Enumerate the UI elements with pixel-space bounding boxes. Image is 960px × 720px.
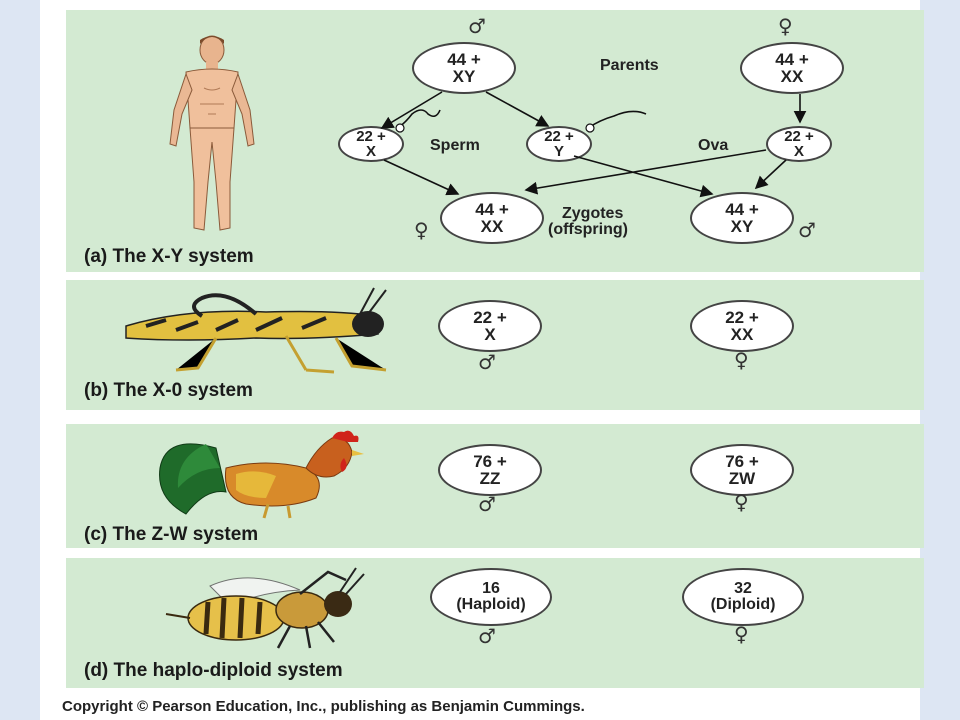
sperm-label: Sperm — [430, 137, 480, 154]
zygotes-label: Zygotes — [562, 205, 624, 222]
haploid-count: 16 — [482, 580, 500, 597]
zygote-male-sex-chromosomes: XY — [730, 217, 754, 236]
diploid-label: (Diploid) — [710, 596, 776, 613]
mother-autosomes: 44 + — [775, 50, 809, 69]
caption-zw: (c) The Z-W system — [84, 524, 259, 545]
zygote-male-symbol: ♂ — [798, 218, 816, 242]
sperm-y-chromosomes: 22 + Y — [526, 126, 592, 162]
panel-zw-system: 76 + ZZ 76 + ZW ♂ ♀ (c) The Z-W system — [66, 424, 924, 548]
female-symbol: ♀ — [778, 14, 793, 38]
copyright-notice: Copyright © Pearson Education, Inc., pub… — [62, 698, 585, 715]
x0-female-symbol: ♀ — [734, 348, 749, 372]
diploid-count: 32 — [734, 580, 752, 597]
x0-female-autosomes: 22 + — [725, 308, 759, 327]
zw-male-sex-chromosomes: ZZ — [479, 469, 501, 488]
caption-x0: (b) The X-0 system — [84, 380, 253, 401]
zygote-female-chromosomes: 44 + XX — [440, 192, 544, 244]
zw-male-autosomes: 76 + — [473, 452, 507, 471]
caption-haplodiploid: (d) The haplo-diploid system — [84, 660, 343, 681]
x0-male-symbol: ♂ — [478, 350, 496, 374]
x0-male-autosomes: 22 + — [473, 308, 507, 327]
zygote-female-sex-chromosomes: XX — [480, 217, 504, 236]
inheritance-arrows — [380, 91, 807, 198]
haploid-male-chromosomes: 16 (Haploid) — [430, 568, 552, 626]
zw-female-autosomes: 76 + — [725, 452, 759, 471]
ovum-sex-chromosome: X — [793, 143, 804, 160]
panel-xy-system: ♂ ♀ 44 + XY 44 + XX Parents 22 + X Sperm… — [66, 10, 924, 272]
father-autosomes: 44 + — [447, 50, 481, 69]
zw-male-symbol: ♂ — [478, 492, 496, 516]
ovum-chromosomes: 22 + X — [766, 126, 832, 162]
sperm-y-sex-chromosome: Y — [553, 143, 564, 160]
zygote-female-autosomes: 44 + — [475, 200, 509, 219]
father-chromosomes: 44 + XY — [412, 42, 516, 94]
haplodiploid-male-symbol: ♂ — [478, 624, 496, 648]
panel-x0-system: 22 + X 22 + XX ♂ ♀ (b) The X-0 system — [66, 280, 924, 410]
x0-male-sex-chromosome: X — [484, 325, 496, 344]
mother-chromosomes: 44 + XX — [740, 42, 844, 94]
father-sex-chromosomes: XY — [452, 67, 476, 86]
offspring-label: (offspring) — [548, 221, 628, 238]
ova-label: Ova — [698, 137, 729, 154]
x0-female-sex-chromosomes: XX — [730, 325, 754, 344]
x0-female-chromosomes: 22 + XX — [690, 300, 794, 352]
human-male-illustration — [169, 35, 255, 231]
zw-female-sex-chromosomes: ZW — [728, 469, 756, 488]
diploid-female-chromosomes: 32 (Diploid) — [682, 568, 804, 626]
mother-sex-chromosomes: XX — [780, 67, 804, 86]
zygote-male-chromosomes: 44 + XY — [690, 192, 794, 244]
haplodiploid-female-symbol: ♀ — [734, 622, 749, 646]
zw-female-chromosomes: 76 + ZW — [690, 444, 794, 496]
panel-haplodiploid-system: 16 (Haploid) 32 (Diploid) ♂ ♀ (d) The ha… — [66, 558, 924, 688]
zw-male-chromosomes: 76 + ZZ — [438, 444, 542, 496]
sperm-x-chromosomes: 22 + X — [338, 126, 404, 162]
sperm-x-autosomes: 22 + — [356, 128, 386, 145]
parents-label: Parents — [600, 57, 659, 74]
ovum-autosomes: 22 + — [784, 128, 814, 145]
sperm-x-sex-chromosome: X — [365, 143, 376, 160]
zw-female-symbol: ♀ — [734, 490, 749, 514]
bee-illustration — [165, 567, 365, 649]
male-symbol: ♂ — [468, 14, 486, 38]
grasshopper-illustration — [125, 287, 387, 374]
sperm-y-autosomes: 22 + — [544, 128, 574, 145]
caption-xy: (a) The X-Y system — [84, 246, 254, 267]
x0-male-chromosomes: 22 + X — [438, 300, 542, 352]
rooster-illustration — [159, 430, 364, 519]
zygote-male-autosomes: 44 + — [725, 200, 759, 219]
zygote-female-symbol: ♀ — [414, 218, 429, 242]
slide-page: ♂ ♀ 44 + XY 44 + XX Parents 22 + X Sperm… — [40, 0, 924, 720]
haploid-label: (Haploid) — [456, 596, 526, 613]
